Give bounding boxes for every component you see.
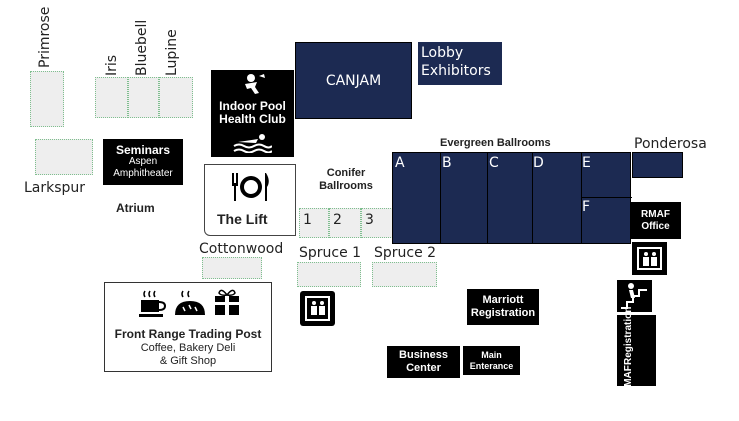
- ballroom-d[interactable]: D: [533, 155, 544, 171]
- rmaf-registration[interactable]: RMAF Registration: [617, 306, 656, 394]
- room-primrose[interactable]: [30, 71, 64, 127]
- marriott-registration[interactable]: Marriott Registration: [467, 289, 539, 325]
- trading-post-subtitle-1: Coffee, Bakery Deli: [140, 342, 236, 354]
- label-lupine: Lupine: [164, 29, 180, 76]
- label-larkspur: Larkspur: [24, 180, 86, 196]
- label-spruce-1: Spruce 1: [299, 245, 362, 261]
- room-lupine[interactable]: [159, 77, 193, 118]
- swim-waves-icon: [233, 134, 272, 153]
- gift-icon: [215, 289, 239, 315]
- elevator-icon: [632, 242, 667, 275]
- swimmer-icon: [245, 74, 265, 94]
- room-conifer-1[interactable]: 1: [299, 208, 329, 238]
- seminars-subtitle-1: Aspen: [128, 156, 158, 167]
- elevator-icon-2: [300, 291, 335, 326]
- label-primrose: Primrose: [37, 6, 53, 68]
- rmaf-office[interactable]: RMAF Office: [630, 202, 681, 239]
- pool-title: Indoor Pool: [219, 99, 286, 113]
- seminars-title: Seminars: [115, 143, 171, 157]
- ballroom-e[interactable]: E: [582, 155, 591, 171]
- conifer-2-label: 2: [333, 212, 342, 228]
- rmaf-registration-text: RMAF Registration: [623, 306, 635, 393]
- room-conifer-2[interactable]: 2: [329, 208, 361, 238]
- front-range-trading-post[interactable]: Front Range Trading Post Coffee, Bakery …: [104, 282, 272, 372]
- label-cottonwood: Cottonwood: [199, 241, 284, 257]
- room-bluebell[interactable]: [128, 77, 159, 118]
- bread-icon: [175, 290, 205, 315]
- room-canjam[interactable]: CANJAM: [295, 42, 412, 119]
- lobby-line1: Lobby: [421, 45, 464, 61]
- room-spruce-2[interactable]: [372, 262, 437, 287]
- ballroom-c[interactable]: C: [489, 155, 499, 171]
- marriott-line2: Registration: [470, 307, 536, 319]
- conifer-line1: Conifer: [326, 167, 366, 179]
- label-bluebell: Bluebell: [134, 19, 150, 76]
- the-lift-label: The Lift: [217, 211, 268, 227]
- room-seminars-aspen-amphitheater[interactable]: Seminars Aspen Amphitheater: [103, 139, 183, 185]
- restaurant-the-lift[interactable]: The Lift: [204, 164, 296, 236]
- main-entrance[interactable]: Main Enterance: [463, 346, 520, 375]
- conifer-3-label: 3: [365, 212, 374, 228]
- conifer-1-label: 1: [303, 212, 312, 228]
- label-conifer-ballrooms: Conifer Ballrooms: [306, 167, 386, 193]
- ballroom-f[interactable]: F: [582, 199, 591, 215]
- room-conifer-3[interactable]: 3: [361, 208, 393, 238]
- conifer-line2: Ballrooms: [319, 180, 373, 192]
- room-cottonwood[interactable]: [202, 257, 262, 279]
- main-entrance-line2: Enterance: [469, 360, 514, 371]
- room-spruce-1[interactable]: [297, 262, 361, 287]
- room-iris[interactable]: [95, 77, 128, 118]
- stairs-icon: [617, 280, 652, 312]
- canjam-label: CANJAM: [325, 72, 382, 89]
- business-line2: Center: [406, 362, 441, 374]
- trading-post-subtitle-2: & Gift Shop: [159, 355, 217, 367]
- room-larkspur[interactable]: [35, 139, 93, 175]
- pool-subtitle: Health Club: [219, 112, 286, 126]
- label-iris: Iris: [104, 54, 120, 76]
- room-ponderosa[interactable]: [632, 152, 683, 178]
- seminars-subtitle-2: Amphitheater: [113, 168, 173, 179]
- marriott-line1: Marriott: [482, 294, 524, 306]
- ballroom-b[interactable]: B: [442, 155, 452, 171]
- label-evergreen-ballrooms: Evergreen Ballrooms: [440, 137, 551, 149]
- lobby-line2: Exhibitors: [421, 63, 491, 79]
- label-spruce-2: Spruce 2: [374, 245, 437, 261]
- ballroom-a[interactable]: A: [395, 155, 405, 171]
- room-indoor-pool-health-club[interactable]: Indoor Pool Health Club: [211, 70, 294, 157]
- business-line1: Business: [399, 349, 448, 361]
- trading-post-title: Front Range Trading Post: [114, 327, 262, 341]
- rmaf-registration-line2: Registration: [623, 306, 634, 365]
- rmaf-office-line2: Office: [641, 220, 670, 232]
- fork-knife-icon: [232, 173, 269, 201]
- rmaf-office-line1: RMAF: [641, 208, 670, 220]
- business-center[interactable]: Business Center: [387, 346, 460, 378]
- label-atrium: Atrium: [116, 201, 155, 215]
- evergreen-ballrooms: [392, 152, 632, 244]
- area-lobby-exhibitors[interactable]: Lobby Exhibitors: [418, 42, 502, 85]
- label-ponderosa: Ponderosa: [634, 136, 707, 152]
- coffee-cup-icon: [139, 290, 167, 317]
- main-entrance-line1: Main: [481, 349, 502, 360]
- rmaf-registration-line1: RMAF: [623, 364, 634, 394]
